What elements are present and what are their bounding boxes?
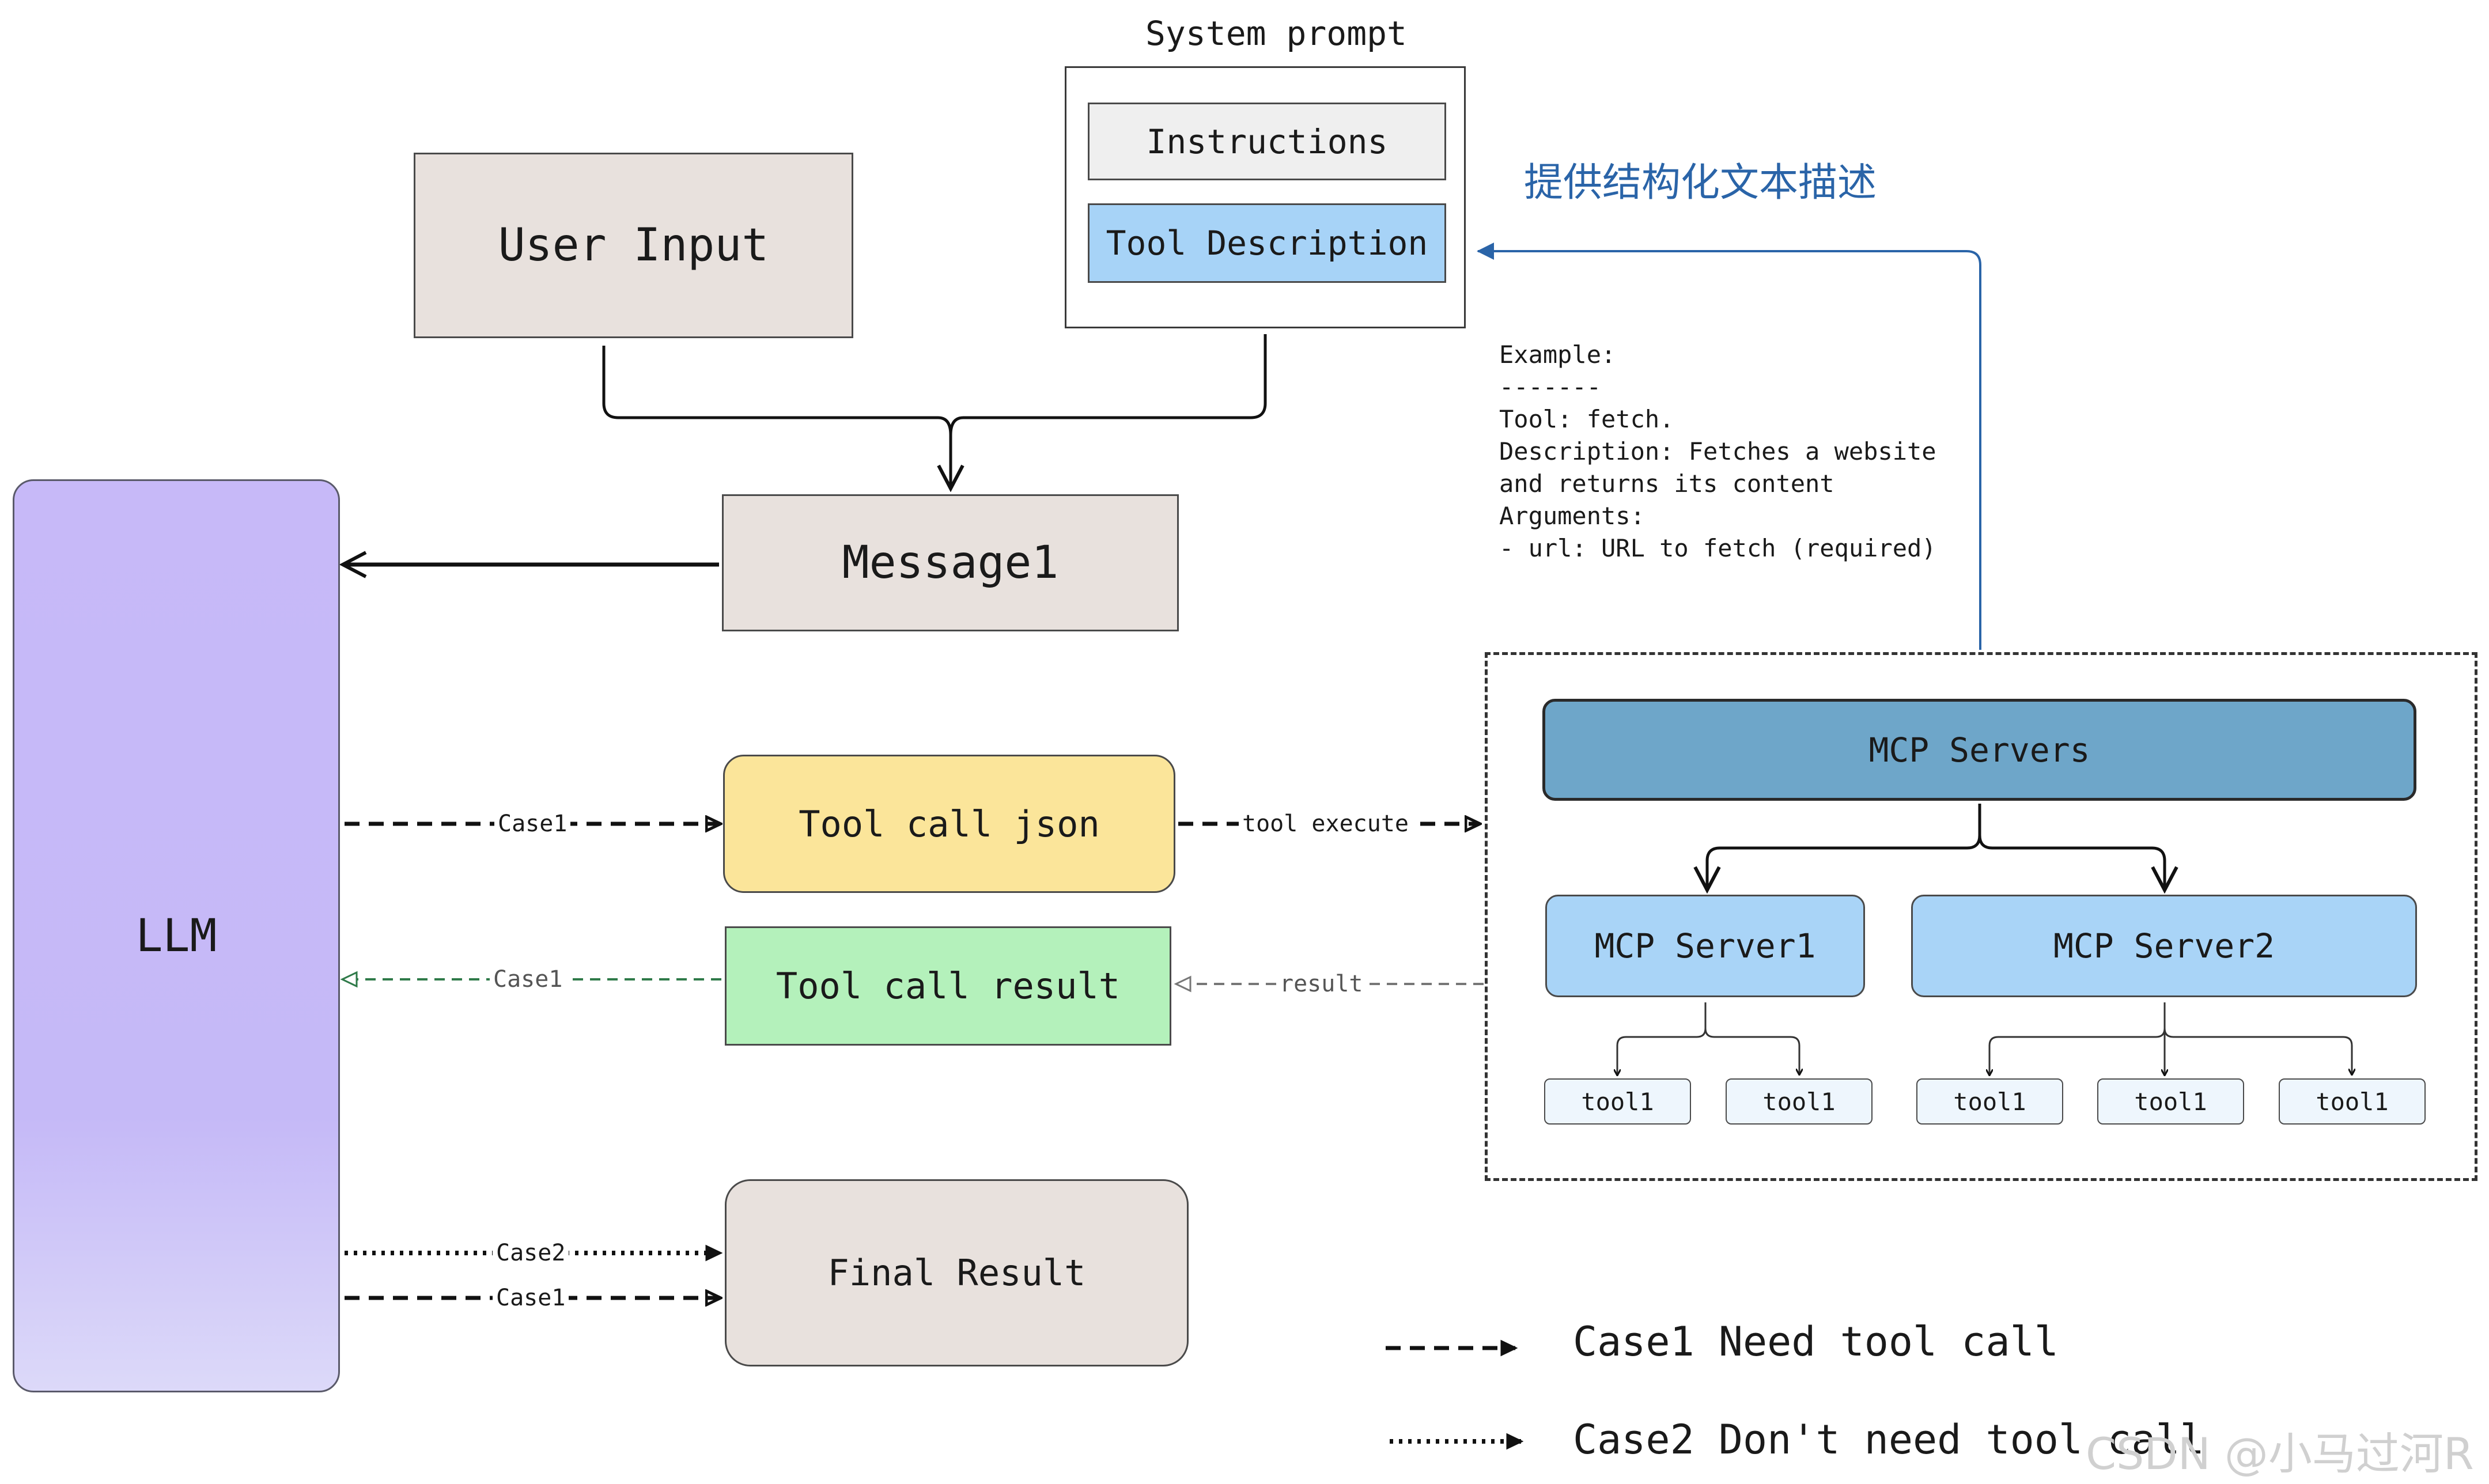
legend-case1-label: Case1 Need tool call bbox=[1573, 1318, 2059, 1365]
tool-node: tool1 bbox=[1726, 1078, 1873, 1125]
edge-system-merge bbox=[949, 334, 1267, 436]
mcp-servers-node: MCP Servers bbox=[1542, 699, 2416, 801]
tool-node: tool1 bbox=[2097, 1078, 2244, 1125]
tool-node: tool1 bbox=[1544, 1078, 1691, 1125]
tool-node: tool1 bbox=[1916, 1078, 2063, 1125]
llm-node: LLM bbox=[13, 479, 340, 1392]
edge-label-case1-json: Case1 bbox=[494, 811, 571, 837]
tool-example-text: Example: ------- Tool: fetch. Descriptio… bbox=[1499, 340, 1936, 562]
legend-case2-label: Case2 Don't need tool call bbox=[1573, 1416, 2204, 1463]
edge-userinput-merge bbox=[602, 346, 952, 436]
final-result-node: Final Result bbox=[725, 1179, 1189, 1366]
edge-label-case1-final: Case1 bbox=[493, 1285, 569, 1311]
tool-call-json-node: Tool call json bbox=[723, 755, 1175, 893]
edge-mcp-tooldescription bbox=[1477, 243, 1981, 650]
message1-node: Message1 bbox=[722, 494, 1179, 631]
tool-call-result-node: Tool call result bbox=[725, 926, 1171, 1046]
watermark: CSDN @小马过河R bbox=[2086, 1428, 2474, 1479]
edge-label-result: result bbox=[1276, 971, 1367, 997]
mcp-server1-node: MCP Server1 bbox=[1545, 895, 1865, 997]
tool-description-node: Tool Description bbox=[1088, 203, 1446, 283]
edge-servers-split-right bbox=[1978, 835, 2165, 890]
system-prompt-title: System prompt bbox=[1145, 14, 1407, 53]
mcp-group-boundary bbox=[1485, 652, 2477, 1181]
edge-label-tool-execute: tool execute bbox=[1239, 811, 1412, 837]
edge-label-case1-result: Case1 bbox=[490, 966, 566, 993]
mcp-server2-node: MCP Server2 bbox=[1911, 895, 2417, 997]
user-input-node: User Input bbox=[414, 153, 853, 338]
tool-node: tool1 bbox=[2279, 1078, 2426, 1125]
edge-server1-tools bbox=[1616, 1002, 1799, 1074]
structured-description-label: 提供结构化文本描述 bbox=[1524, 160, 1877, 206]
instructions-node: Instructions bbox=[1088, 103, 1446, 180]
edge-label-case2-final: Case2 bbox=[493, 1240, 569, 1266]
